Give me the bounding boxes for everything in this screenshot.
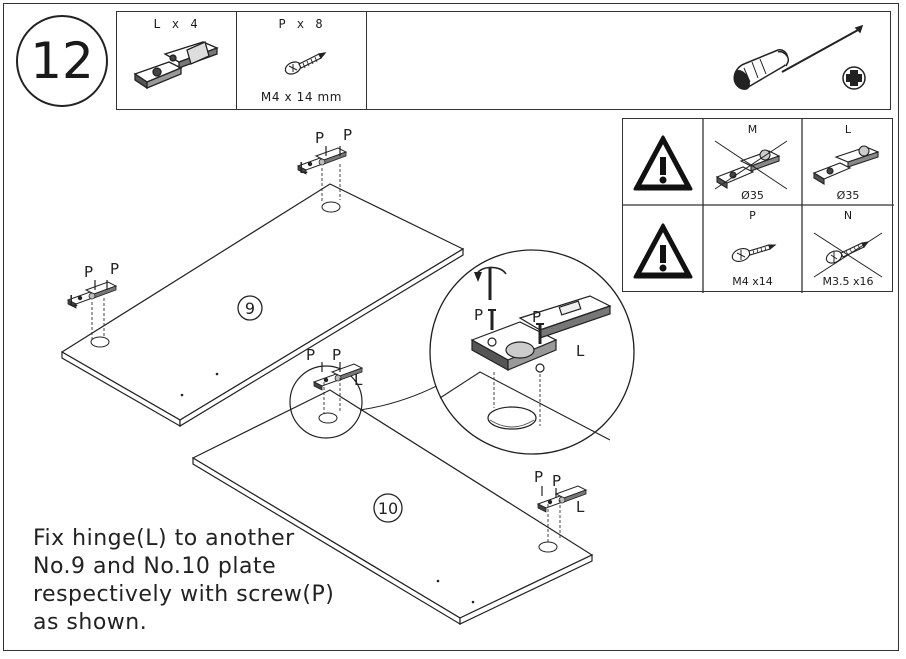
part-hinge-cell: L x 4	[117, 12, 237, 109]
screw-label-p: P	[84, 263, 93, 281]
instruction-line: Fix hinge(L) to another	[33, 526, 295, 551]
warning-triangle-icon	[633, 135, 693, 191]
screw-p-cell: P M4 x14	[703, 205, 802, 293]
hinge-l-icon	[812, 145, 880, 185]
instruction-line: respectively with screw(P)	[33, 582, 335, 607]
hinge-cup-hole	[321, 201, 341, 213]
panel-9-number: 9	[245, 299, 255, 318]
screw-p-label: P	[749, 209, 756, 222]
hinge-label-l: L	[69, 292, 78, 310]
part-screw-size: M4 x 14 mm	[260, 90, 343, 104]
wrong-screw-n-label: N	[843, 209, 853, 222]
step-number: 12	[16, 15, 108, 107]
screw-label-p: P	[552, 472, 561, 490]
warning-table: M Ø35 L Ø35	[622, 118, 894, 293]
screw-label-p: P	[343, 126, 352, 144]
panel-10-number: 10	[378, 499, 398, 518]
warning-triangle-icon	[633, 223, 693, 279]
screw-label-p: P	[332, 346, 341, 364]
hinge-icon	[133, 41, 219, 90]
instruction-line: as shown.	[33, 610, 148, 635]
hinge-l-size: Ø35	[836, 189, 860, 202]
screw-n-crossed-icon	[813, 232, 883, 278]
wrong-hinge-m-label: M	[747, 123, 758, 136]
hinge-label-l: L	[354, 371, 363, 389]
detail-zoom: P P L	[429, 249, 635, 455]
screw-icon	[284, 52, 327, 75]
hinge-l-cell: L Ø35	[802, 119, 894, 205]
screw-label-p: P	[110, 260, 119, 278]
screw-label-p: P	[532, 308, 541, 326]
hinge-l-label: L	[844, 123, 852, 136]
page-frame	[3, 3, 899, 651]
wrong-screw-n-size: M3.5 x16	[822, 275, 874, 288]
parts-box: L x 4 P x 8	[116, 11, 891, 110]
screw-label-p: P	[534, 468, 543, 486]
phillips-screwdriver-icon	[733, 24, 866, 90]
screw-p-size: M4 x14	[732, 275, 773, 288]
part-screw-cell: P x 8 M4 x 14 mm	[237, 12, 367, 109]
screw-label-p: P	[306, 346, 315, 364]
instruction-text: Fix hinge(L) to another No.9 and No.10 p…	[33, 525, 363, 637]
panel-10-badge	[373, 493, 403, 523]
magnify-ring	[289, 365, 363, 439]
hinge-m-crossed-icon	[714, 140, 788, 190]
screw-p-icon	[731, 244, 777, 262]
screw-label-p: P	[474, 306, 483, 324]
hinge-label-l: L	[299, 159, 308, 177]
warning-table-grid	[623, 119, 894, 293]
instruction-line: No.9 and No.10 plate	[33, 554, 277, 579]
screw-label-p: P	[315, 129, 324, 147]
hinge-cup-hole	[90, 336, 110, 348]
panel-9-badge	[237, 295, 263, 321]
wrong-screw-n-cell: N M3.5 x16	[802, 205, 894, 293]
wrong-hinge-m-size: Ø35	[741, 189, 764, 202]
hinge-label-l: L	[576, 342, 585, 360]
step-number-text: 12	[30, 32, 94, 90]
part-screw-qty: P x 8	[278, 17, 325, 31]
part-hinge-qty: L x 4	[153, 17, 200, 31]
panel-9	[60, 183, 465, 428]
wrong-hinge-m-cell: M Ø35	[703, 119, 802, 205]
hinge-label-l: L	[576, 498, 585, 516]
